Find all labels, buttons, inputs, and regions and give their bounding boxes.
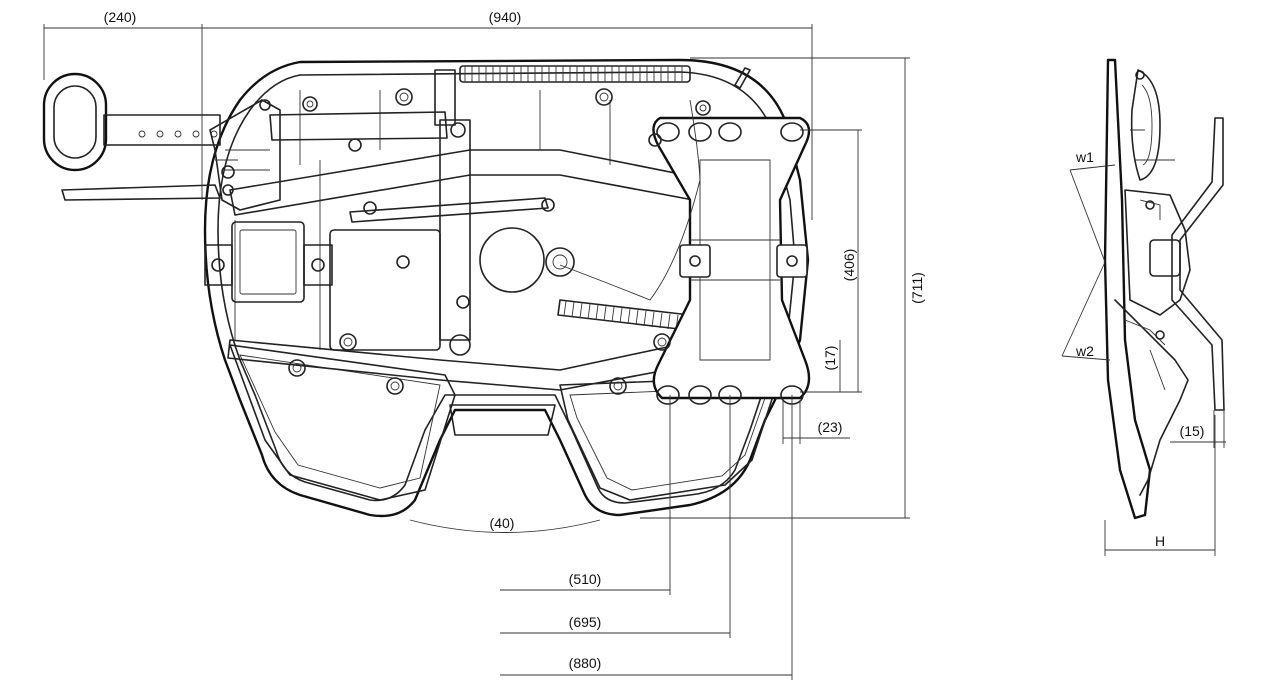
top-view: (240) (940) (711) (406) (17) (23) (40) (… — [42, 9, 925, 680]
w1-label: w1 — [1075, 149, 1094, 165]
w2-label: w2 — [1075, 343, 1094, 359]
left-bracket — [204, 244, 233, 286]
saddle-lug-left — [679, 244, 711, 278]
left-bracket-bolt — [211, 258, 225, 272]
rib-left — [234, 90, 321, 350]
lever-top-pivot — [450, 122, 466, 138]
side-ring-inner — [1141, 84, 1153, 166]
dim-695-label: (695) — [569, 614, 602, 630]
handle-grip-inner — [53, 85, 97, 159]
jaw-pivot — [545, 247, 575, 277]
linkage-rod-end — [363, 201, 377, 215]
dim-15-label: (15) — [1180, 423, 1205, 439]
left-housing-inner — [239, 229, 297, 295]
handle-lever — [61, 184, 221, 201]
handle-bracket-detail — [215, 149, 270, 171]
lever-mid-pivot — [456, 295, 470, 309]
cross-member-lower — [227, 339, 721, 391]
dim-23-label: (23) — [818, 419, 843, 435]
side-view: w1 w2 (15) H — [1061, 58, 1226, 556]
handle-bracket — [209, 99, 281, 211]
left-housing — [231, 221, 305, 303]
top-spring-coils — [464, 66, 683, 82]
side-plate — [1103, 58, 1152, 520]
dim-880-label: (880) — [569, 655, 602, 671]
dimension-lines — [43, 24, 910, 680]
saddle-bracket-inner — [690, 159, 780, 361]
dim-406-label: (406) — [841, 249, 857, 282]
dim-510-label: (510) — [569, 571, 602, 587]
throat-slot — [449, 404, 556, 436]
mount-hole-6 — [688, 385, 712, 405]
left-bracket-r-bolt — [311, 258, 325, 272]
center-plate — [329, 229, 441, 351]
left-bracket-r — [303, 244, 333, 286]
mount-hole-3 — [718, 122, 742, 142]
dim-17-label: (17) — [822, 346, 838, 371]
jaw-pivot-inner — [552, 254, 568, 270]
release-cable — [559, 99, 701, 301]
top-spring — [459, 65, 691, 83]
side-details — [1124, 129, 1175, 391]
dim-940-label: (940) — [489, 9, 522, 25]
bolt-bosses — [288, 88, 711, 395]
saddle-lug-right — [776, 244, 808, 278]
mount-hole-1 — [656, 122, 680, 142]
side-saddle-body — [1124, 189, 1191, 316]
linkage-rod-end-2 — [541, 198, 555, 212]
lever-pivot — [449, 334, 471, 356]
handle-arm — [269, 111, 448, 141]
cross-member-top — [229, 149, 721, 216]
mount-hole-5 — [656, 385, 680, 405]
lock-lever-top — [434, 69, 456, 126]
lower-spring-coils — [563, 300, 679, 331]
dim-711-label: (711) — [909, 272, 925, 304]
handle-shaft — [103, 114, 221, 146]
saddle-lug-right-bolt — [786, 255, 798, 267]
dim-240-label: (240) — [104, 9, 137, 25]
release-handle — [42, 72, 448, 211]
dim-40-label: (40) — [490, 515, 515, 531]
mount-hole-4 — [780, 122, 804, 142]
handle-grip — [42, 72, 108, 172]
side-saddle-lug — [1149, 239, 1181, 277]
saddle-lug-left-bolt — [689, 255, 701, 267]
rib-mid — [379, 90, 611, 165]
left-horn-pad — [229, 344, 456, 501]
side-ring — [1130, 69, 1161, 181]
side-plate-skirt — [1114, 299, 1189, 496]
mount-hole-2 — [688, 122, 712, 142]
left-horn-inner — [239, 354, 441, 489]
H-label: H — [1155, 533, 1165, 549]
grease-fitting — [734, 67, 751, 89]
jaw-housing — [479, 227, 545, 293]
center-plate-hole — [396, 255, 410, 269]
linkage-rod — [349, 197, 549, 223]
